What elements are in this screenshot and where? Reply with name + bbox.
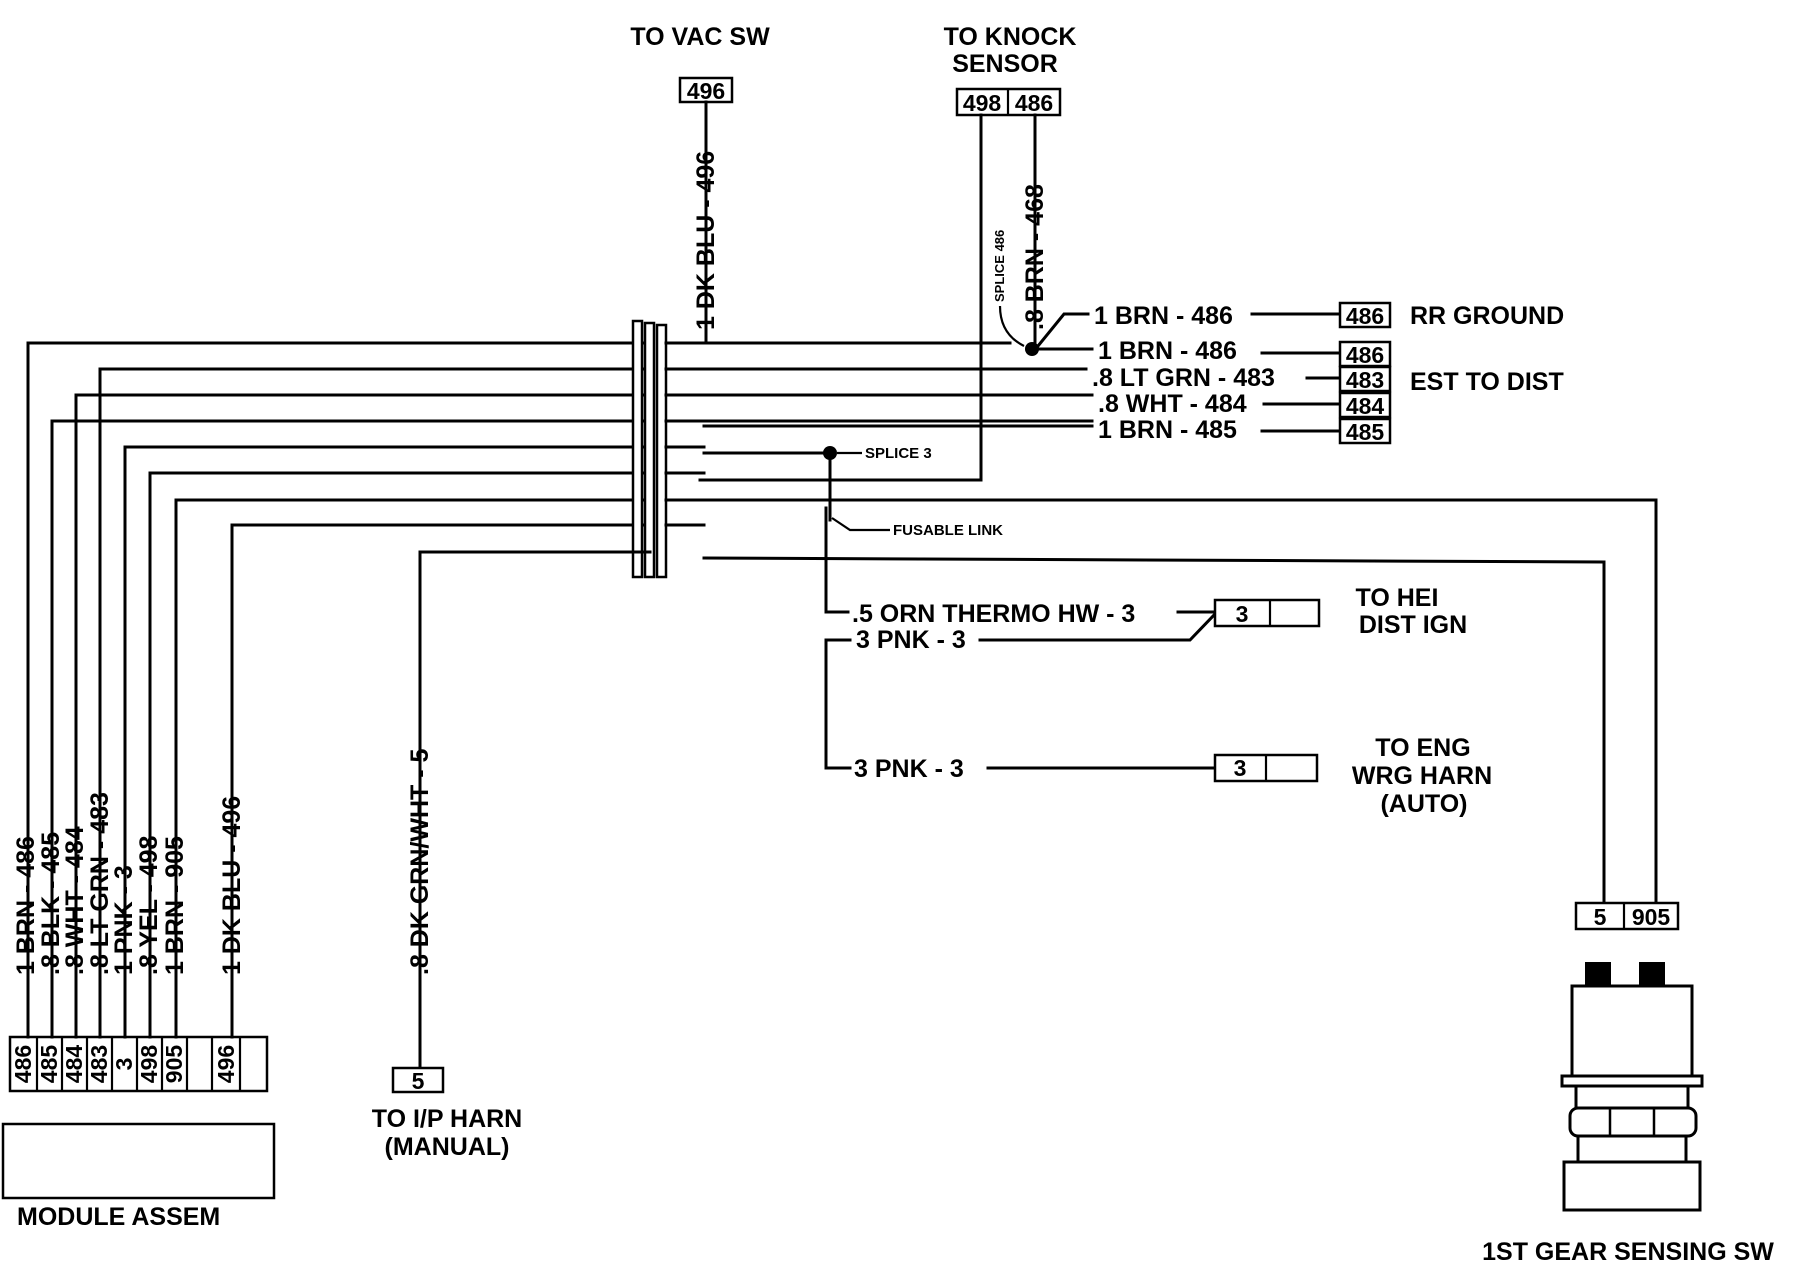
module-pin-label: 484: [61, 1045, 87, 1084]
module-body: [1, 1122, 276, 1200]
wire-label-dk-grn-wht-5: .8 DK GRN/WHT - 5: [406, 749, 434, 975]
wire-label-pnk-3-a: 3 PNK - 3: [856, 626, 966, 654]
wire-brn-905: [702, 498, 1658, 905]
to-knock-label-1: TO KNOCK: [944, 23, 1077, 51]
module-wires: [26, 341, 652, 1039]
wire-label-brn-468: .8 BRN - 468: [1021, 184, 1049, 330]
wire-label-lt-grn-483: .8 LT GRN - 483: [1092, 364, 1275, 392]
fusable-link-leader: [831, 517, 890, 532]
module-pin-label: 496: [213, 1045, 239, 1083]
to-ip-label-2: (MANUAL): [385, 1133, 510, 1161]
conn-486: 486: [1346, 342, 1384, 368]
conn-484: 484: [1346, 393, 1385, 419]
harness-bundle: [418, 319, 1012, 579]
to-hei-label-2: DIST IGN: [1359, 611, 1467, 639]
wire-label-orn-thermo: .5 ORN THERMO HW - 3: [852, 600, 1135, 628]
splice-486-dot: [1025, 342, 1039, 356]
wire-label: .8 WHT - 484: [61, 826, 89, 975]
gear-sw-connector: 5 905: [1574, 901, 1680, 931]
wire-label: 1 BRN - 486: [12, 836, 40, 975]
wire-pnk-3-hei: [824, 638, 852, 770]
conn-486-rr: 486: [1346, 303, 1384, 329]
module-pin-label: 485: [36, 1045, 62, 1084]
module-pin-label: 3: [111, 1058, 137, 1071]
module-wire-labels: 1 BRN - 486 .8 BLK - 485 .8 WHT - 484 .8…: [12, 792, 246, 975]
vac-pin: 496: [687, 78, 725, 104]
module-pin-label: 483: [86, 1045, 112, 1083]
wire-label-brn-486-b: 1 BRN - 486: [1098, 337, 1237, 365]
module-pin-label: 486: [10, 1045, 36, 1083]
knock-pin-486: 486: [1015, 90, 1053, 116]
wire-label: 1 PNK - 3: [110, 865, 138, 975]
splice-486-leader: [998, 305, 1025, 347]
est-to-dist-label: EST TO DIST: [1410, 368, 1564, 396]
to-ip-label-1: TO I/P HARN: [372, 1105, 523, 1133]
wire-label-pnk-3-b: 3 PNK - 3: [854, 755, 964, 783]
conn-483: 483: [1346, 367, 1384, 393]
gear-pin-5: 5: [1594, 904, 1607, 930]
splice-3-label: SPLICE 3: [865, 445, 932, 462]
eng-connector: 3: [1213, 753, 1319, 783]
wire-label-dk-blu-496: 1 DK BLU - 496: [692, 151, 720, 330]
ip-pin: 5: [412, 1068, 425, 1094]
vac-sw-connector: 496: [678, 76, 734, 104]
to-hei-label-1: TO HEI: [1356, 584, 1439, 612]
module-assem-label: MODULE ASSEM: [17, 1203, 220, 1231]
fusable-link-label: FUSABLE LINK: [893, 522, 1003, 539]
right-connectors: 486 486 483 484 485: [1338, 301, 1392, 445]
gear-pin-905: 905: [1632, 904, 1671, 930]
wire-brn-486-rr: [1035, 312, 1090, 349]
hei-pin: 3: [1236, 601, 1249, 627]
wire-label-brn-486-a: 1 BRN - 486: [1094, 302, 1233, 330]
knock-sensor-connector: 498 486: [955, 87, 1062, 117]
rr-ground-label: RR GROUND: [1410, 302, 1564, 330]
module-pin-label: 498: [136, 1045, 162, 1084]
wire-yel-498: [698, 113, 983, 482]
wire-dk-grn-wht-5: [702, 556, 1606, 905]
eng-pin: 3: [1234, 755, 1247, 781]
wire-orn-thermo: [824, 506, 850, 614]
ip-connector: 5: [391, 1066, 445, 1094]
to-vac-sw-label: TO VAC SW: [630, 23, 770, 51]
wire-label: 1 DK BLU - 496: [218, 796, 246, 975]
to-eng-label-1: TO ENG: [1375, 734, 1470, 762]
to-knock-label-2: SENSOR: [952, 50, 1058, 78]
to-eng-label-2: WRG HARN: [1352, 762, 1492, 790]
wire-label-wht-484: .8 WHT - 484: [1098, 390, 1247, 418]
knock-pin-498: 498: [963, 90, 1002, 116]
gear-switch-icon: [1560, 962, 1704, 1212]
wire-label-brn-485: 1 BRN - 485: [1098, 416, 1237, 444]
module-connector: 486 485 484 483 3 498 905 496: [8, 1035, 269, 1093]
wire-label: .8 LT GRN - 483: [86, 792, 114, 975]
conn-485: 485: [1346, 419, 1385, 445]
to-eng-label-3: (AUTO): [1380, 790, 1467, 818]
wire-label: .8 YEL - 498: [135, 835, 163, 975]
splice-486-label: SPLICE 486: [992, 230, 1007, 302]
gear-sw-label: 1ST GEAR SENSING SW: [1482, 1238, 1774, 1264]
wire-label: .8 BLK - 485: [37, 832, 65, 975]
module-pin-label: 905: [161, 1045, 187, 1084]
hei-connector: 3: [1213, 598, 1321, 628]
wire-label: 1 BRN - 905: [161, 836, 189, 975]
